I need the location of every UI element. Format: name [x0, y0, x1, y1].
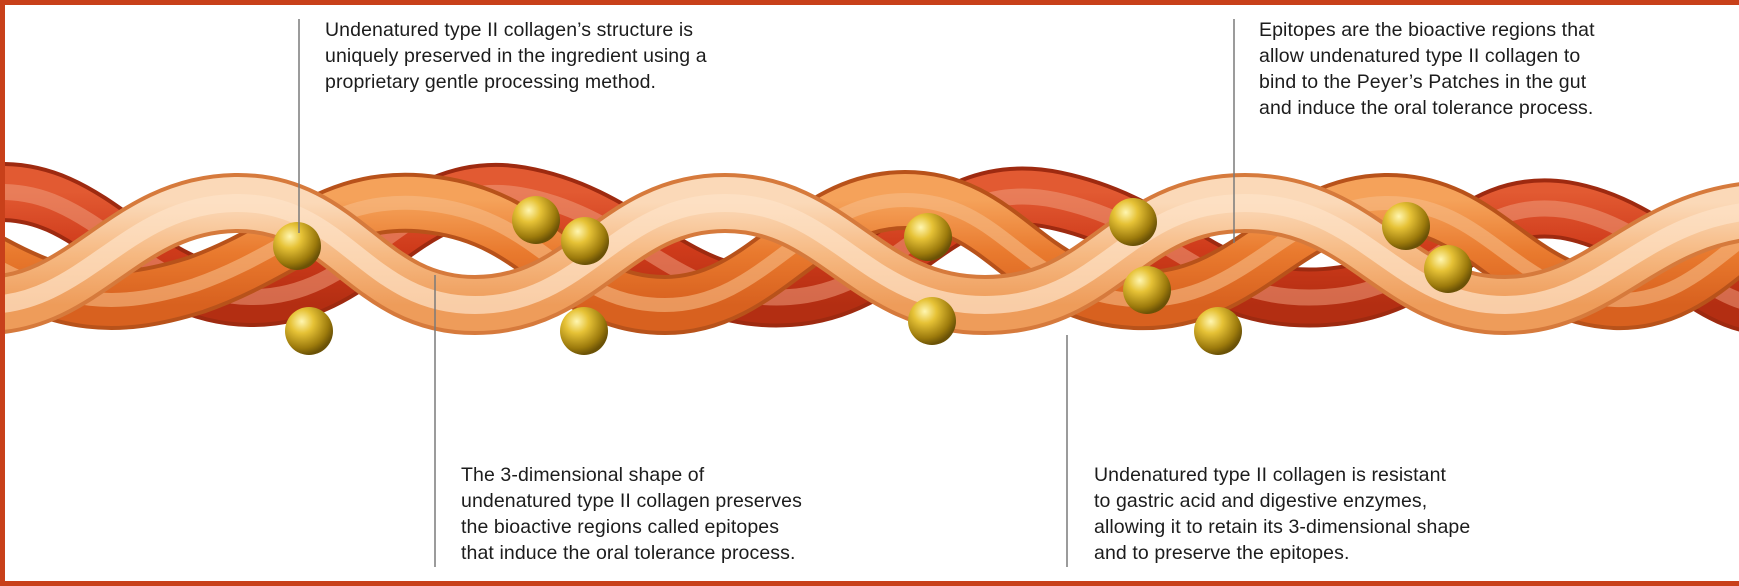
epitope-sphere: [1424, 245, 1472, 293]
callout-line: proprietary gentle processing method.: [325, 69, 707, 95]
epitope-sphere: [908, 297, 956, 345]
callout-line: and induce the oral tolerance process.: [1259, 95, 1595, 121]
callout-structure: Undenatured type II collagen’s structure…: [325, 17, 707, 95]
callout-line: and to preserve the epitopes.: [1094, 540, 1470, 566]
epitope-sphere: [1194, 307, 1242, 355]
epitope-sphere: [285, 307, 333, 355]
epitope-sphere: [512, 196, 560, 244]
callout-line: Undenatured type II collagen’s structure…: [325, 17, 707, 43]
callout-line: that induce the oral tolerance process.: [461, 540, 802, 566]
epitope-sphere: [904, 213, 952, 261]
callout-line: bind to the Peyer’s Patches in the gut: [1259, 69, 1595, 95]
callout-line: Epitopes are the bioactive regions that: [1259, 17, 1595, 43]
callout-epitopes: Epitopes are the bioactive regions that …: [1259, 17, 1595, 121]
callout-resistant: Undenatured type II collagen is resistan…: [1094, 462, 1470, 566]
callout-line: uniquely preserved in the ingredient usi…: [325, 43, 707, 69]
callout-line: allowing it to retain its 3-dimensional …: [1094, 514, 1470, 540]
epitope-sphere: [560, 307, 608, 355]
callout-line: undenatured type II collagen preserves: [461, 488, 802, 514]
callout-line: to gastric acid and digestive enzymes,: [1094, 488, 1470, 514]
callout-line: allow undenatured type II collagen to: [1259, 43, 1595, 69]
epitope-sphere: [1382, 202, 1430, 250]
epitope-sphere: [561, 217, 609, 265]
epitope-sphere: [1123, 266, 1171, 314]
callout-shape: The 3-dimensional shape of undenatured t…: [461, 462, 802, 566]
callout-line: Undenatured type II collagen is resistan…: [1094, 462, 1470, 488]
callout-line: The 3-dimensional shape of: [461, 462, 802, 488]
epitope-sphere: [273, 222, 321, 270]
epitope-sphere: [1109, 198, 1157, 246]
callout-line: the bioactive regions called epitopes: [461, 514, 802, 540]
